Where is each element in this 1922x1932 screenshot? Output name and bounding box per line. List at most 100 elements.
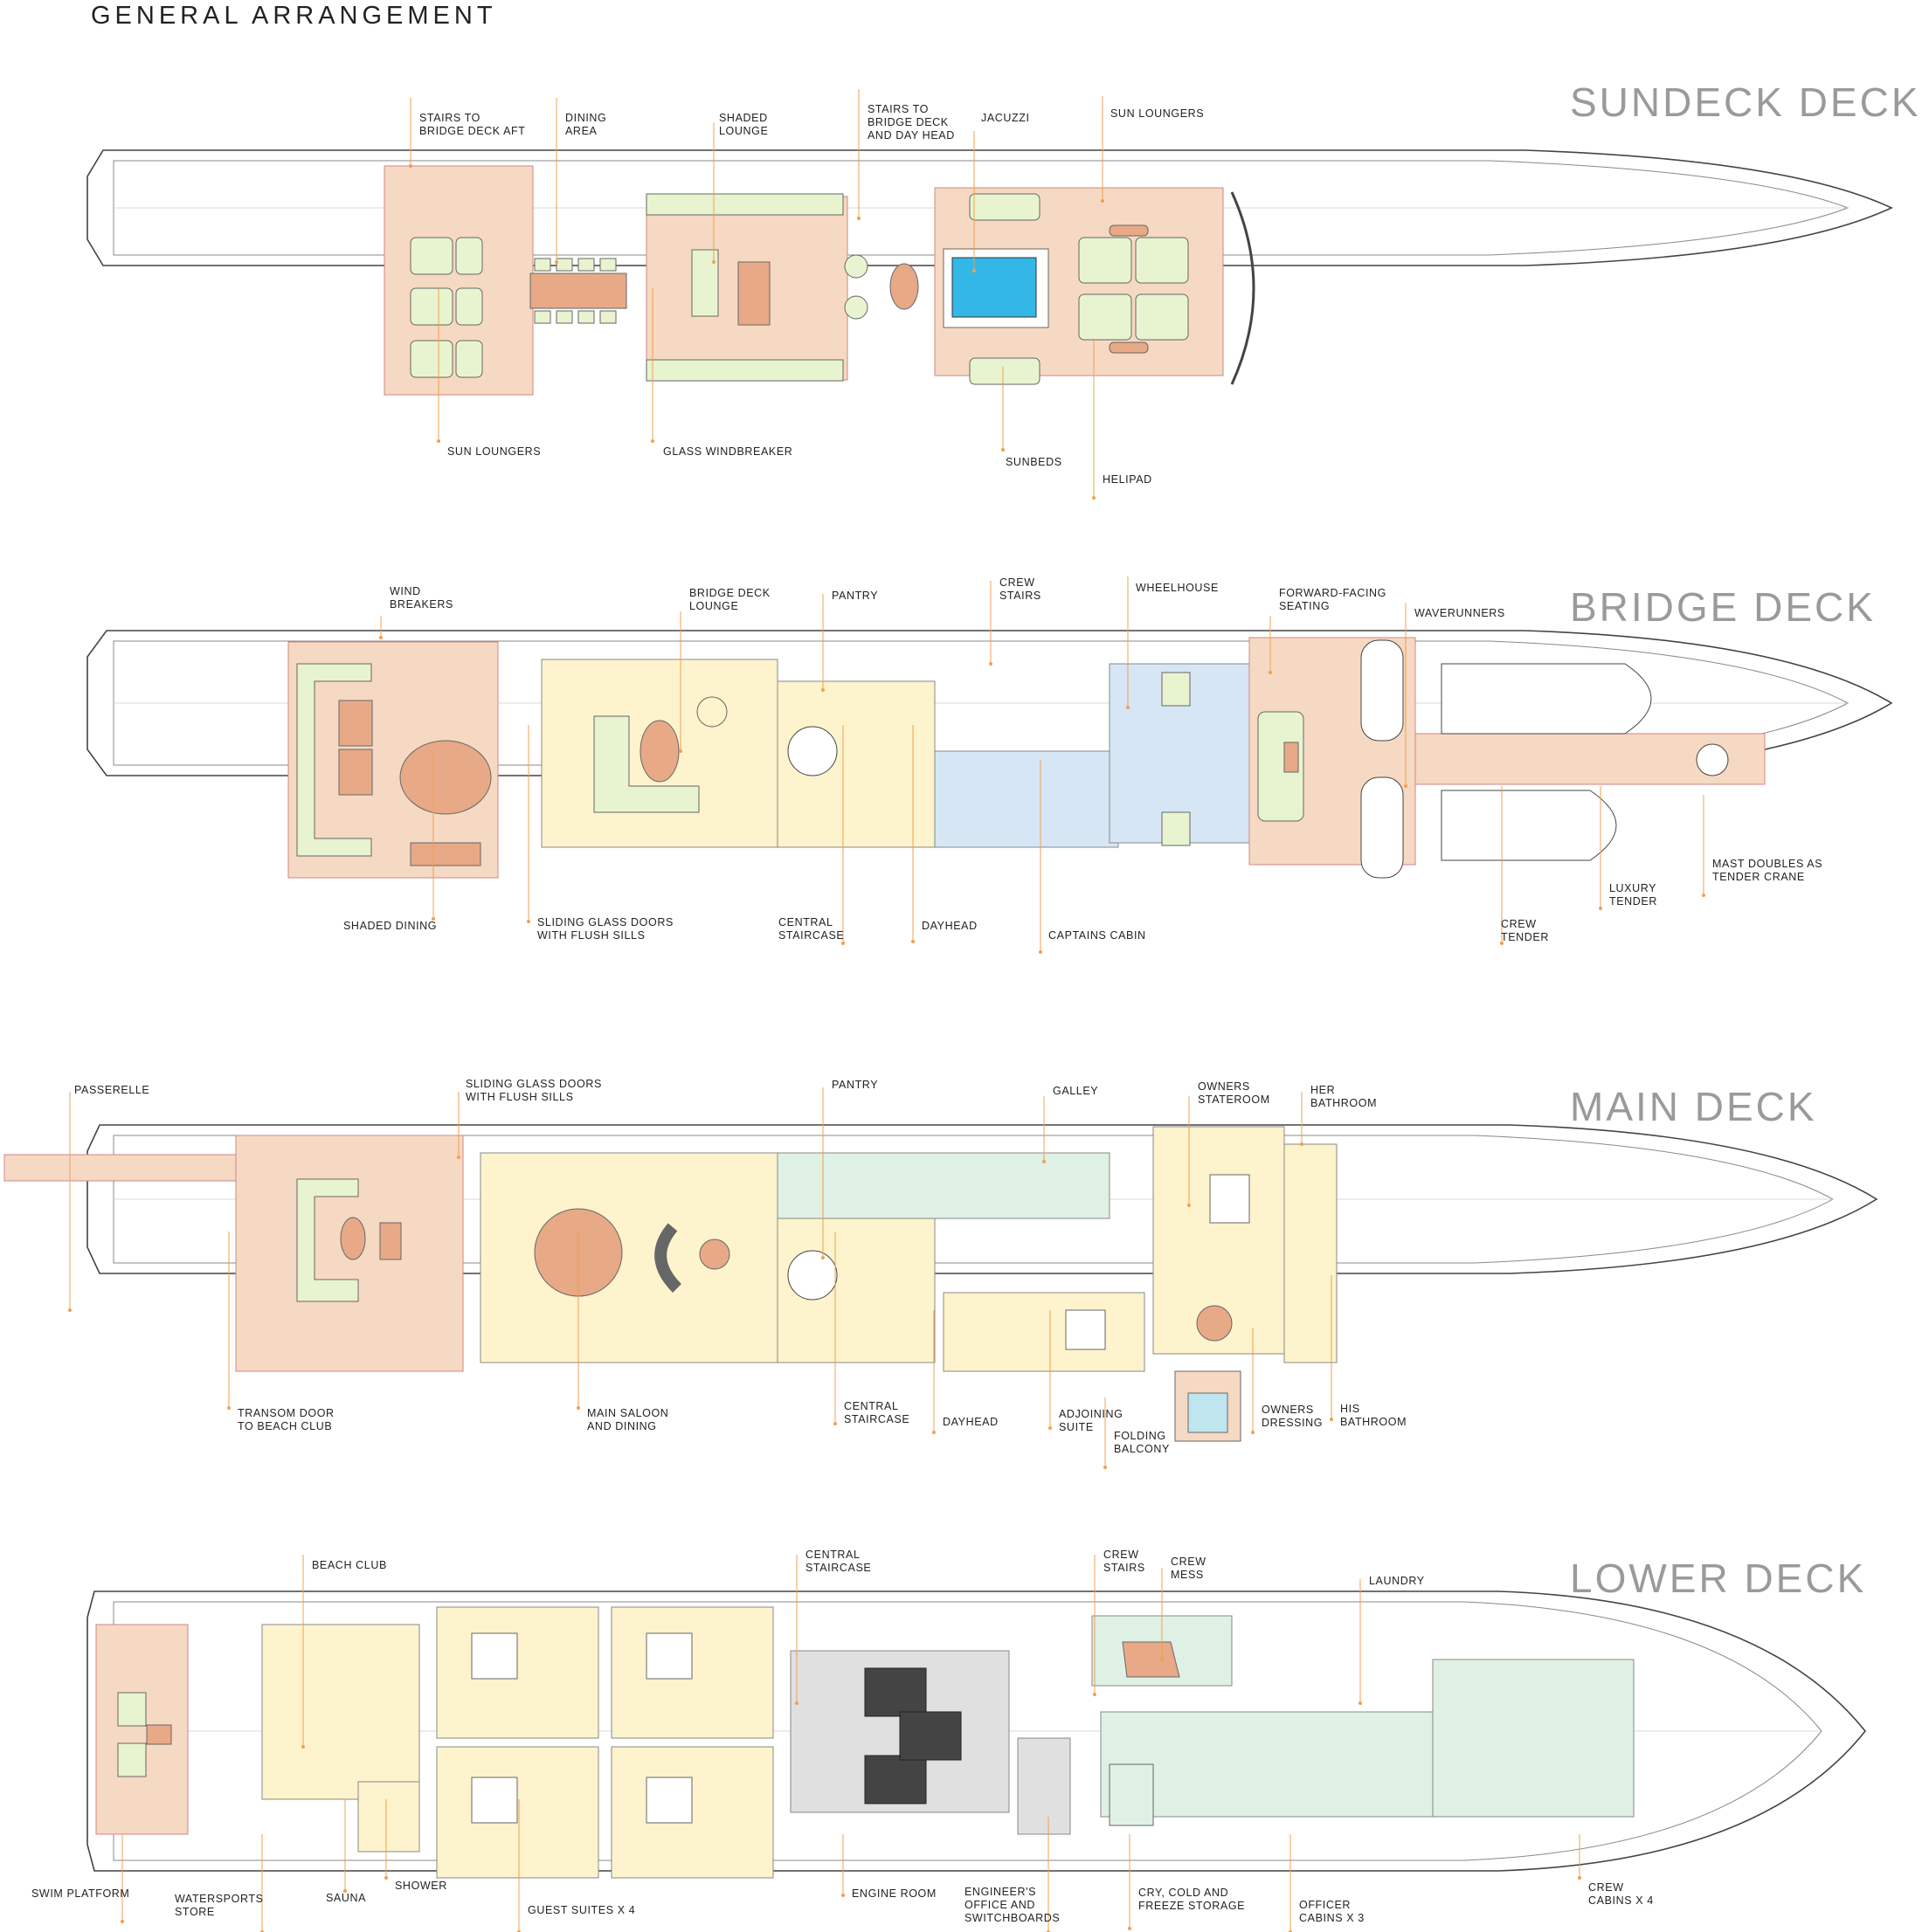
callout-label-line: FORWARD-FACING xyxy=(1279,587,1386,599)
leader-dot xyxy=(1251,1431,1255,1434)
waverunner xyxy=(1360,639,1404,742)
callout-label: PANTRY xyxy=(832,590,878,603)
callout-label-line: SLIDING GLASS DOORS xyxy=(466,1078,602,1090)
callout-label-line: BATHROOM xyxy=(1310,1097,1378,1109)
owners-bathrooms xyxy=(1283,1143,1338,1363)
leader-dot xyxy=(68,1308,72,1312)
callout-label-line: STAIRS TO xyxy=(868,103,929,115)
callout-label-line: PANTRY xyxy=(832,1079,879,1091)
callout-label-line: MAIN SALOON xyxy=(587,1407,669,1419)
u-sofa xyxy=(296,663,372,857)
callout-label-line: WITH FLUSH SILLS xyxy=(466,1091,574,1103)
callout-label: SAUNA xyxy=(326,1892,366,1905)
callout-label-line: CAPTAINS CABIN xyxy=(1048,929,1146,942)
guest-bed xyxy=(471,1777,518,1824)
callout-label: DAYHEAD xyxy=(922,920,978,933)
dining-chair xyxy=(556,258,573,272)
callout-label: DAYHEAD xyxy=(943,1416,999,1429)
leader-dot xyxy=(1160,1658,1164,1661)
callout-label-line: OFFICE AND xyxy=(964,1899,1036,1911)
leader-dot xyxy=(821,1256,825,1259)
leader-dot xyxy=(437,439,440,443)
leader-dot xyxy=(821,688,825,692)
callout-label-line: HIS xyxy=(1340,1403,1360,1415)
leader-dot xyxy=(932,1431,936,1434)
helipad-table xyxy=(1109,224,1149,237)
leader-dot xyxy=(227,1406,231,1410)
lounge-table xyxy=(737,261,771,326)
leader-dot xyxy=(121,1920,124,1923)
dining-table xyxy=(529,273,627,309)
lounger xyxy=(117,1692,147,1727)
leader-dot xyxy=(527,920,530,923)
beach-club-room xyxy=(261,1624,420,1800)
dining-chair xyxy=(599,310,617,324)
callout-label-line: SUITE xyxy=(1059,1421,1094,1433)
callout-label-line: STORE xyxy=(175,1906,215,1918)
sun-lounger xyxy=(410,340,453,378)
callout-label-line: BALCONY xyxy=(1114,1443,1170,1455)
leader-dot xyxy=(857,217,861,220)
crew-area xyxy=(934,750,1119,848)
leader-dot xyxy=(712,260,716,264)
leader-dot xyxy=(1702,894,1705,897)
waverunner xyxy=(1360,776,1404,879)
callout-label-line: MESS xyxy=(1171,1569,1204,1581)
leader-dot xyxy=(1126,706,1130,709)
callout-label-line: ADJOINING xyxy=(1059,1408,1123,1420)
lounge-table xyxy=(699,1239,730,1270)
sunbed xyxy=(969,357,1041,385)
engineers-office xyxy=(1017,1737,1071,1835)
engine xyxy=(899,1711,962,1761)
callout-label-line: CENTRAL xyxy=(805,1549,861,1561)
main-saloon-room xyxy=(480,1152,778,1363)
leader-dot xyxy=(1101,199,1104,203)
callout-label-line: STAIRCASE xyxy=(844,1413,910,1425)
sun-lounger xyxy=(410,287,453,326)
callout-label-line: SEATING xyxy=(1279,600,1331,612)
guest-bed xyxy=(646,1777,693,1824)
lounge-sofa xyxy=(654,1223,682,1293)
callout-label-line: CREW xyxy=(1501,918,1537,930)
sun-lounger xyxy=(455,287,483,326)
deck-title: LOWER DECK xyxy=(1570,1556,1867,1601)
callout-label-line: SWITCHBOARDS xyxy=(964,1912,1061,1924)
sun-lounger xyxy=(455,340,483,378)
forward-seating xyxy=(1257,711,1304,822)
callout-label-line: FOLDING xyxy=(1114,1430,1166,1442)
leader-dot xyxy=(1500,942,1504,945)
spiral-staircase xyxy=(787,1250,838,1301)
leader-dot xyxy=(911,940,915,943)
main-deck-details xyxy=(3,1126,1338,1442)
callout-label: GALLEY xyxy=(1053,1085,1098,1098)
leader-dot xyxy=(577,1406,580,1410)
dining-table xyxy=(399,740,492,815)
callout-label: SUN LOUNGERS xyxy=(1110,107,1204,121)
leader-dot xyxy=(841,942,845,945)
lounge-sofa-top xyxy=(646,193,844,216)
coffee-table xyxy=(379,1222,402,1260)
passerelle xyxy=(3,1154,259,1182)
callout-label-line: BRIDGE DECK xyxy=(689,587,771,599)
bridge-deck-details xyxy=(287,637,1766,879)
u-sofa xyxy=(296,1178,359,1302)
callout-label-line: HELIPAD xyxy=(1103,473,1152,486)
leader-lines-2 xyxy=(379,576,1705,954)
sun-lounger xyxy=(455,237,483,275)
leader-dot xyxy=(1269,671,1272,674)
crew-cabins xyxy=(1432,1659,1635,1818)
callout-label-line: TRANSOM DOOR xyxy=(238,1407,335,1419)
callout-label-line: DAYHEAD xyxy=(943,1416,999,1428)
callout-label-line: WHEELHOUSE xyxy=(1136,582,1219,594)
dining-chair xyxy=(577,310,595,324)
